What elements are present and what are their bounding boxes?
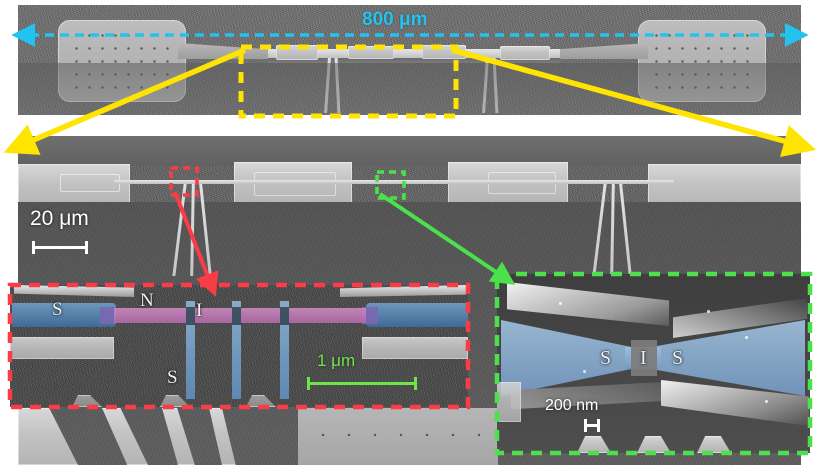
contact-block-1	[18, 164, 130, 206]
beam-island-1	[276, 45, 318, 60]
top-panel-measure-label: 800 μm	[362, 9, 428, 30]
red-inset-image	[10, 285, 468, 407]
contact-block-1-outline	[60, 174, 120, 192]
mid-panel-scale-bar	[32, 241, 88, 254]
bottom-pad-dot-array	[310, 422, 488, 460]
green-inset-speck-3	[745, 336, 748, 339]
membrane-edge-left	[14, 285, 134, 297]
contact-block-2-outline	[254, 172, 336, 196]
green-inset-speck-4	[583, 370, 586, 373]
green-inset-speck-1	[559, 302, 562, 305]
red-inset-scale-label: 1 μm	[317, 351, 356, 370]
probe-cap-2	[232, 307, 241, 325]
sc-electrode-right	[366, 303, 468, 327]
red-inset-label-s-left: S	[52, 299, 63, 320]
green-inset-speck-5	[765, 400, 768, 403]
red-inset-label-n: N	[140, 290, 154, 311]
mid-panel-scale-label: 20 μm	[30, 207, 89, 230]
membrane-edge-right	[340, 285, 466, 297]
red-inset-label-s-bottom: S	[167, 367, 178, 388]
top-panel-substrate	[18, 63, 801, 115]
red-inset-block-left	[10, 337, 114, 359]
red-inset-bottom-lead-1	[72, 395, 102, 407]
nanowire-span	[114, 180, 674, 184]
green-inset-corner-block	[497, 382, 521, 422]
red-inset-scale-bar	[307, 377, 417, 390]
beam-island-4	[500, 46, 550, 60]
contact-block-4	[648, 164, 801, 208]
probe-cap-1	[186, 307, 195, 325]
green-inset-speck-2	[707, 310, 710, 313]
beam-island-3	[422, 45, 466, 59]
green-inset-label-s-right: S	[672, 347, 684, 369]
green-inset-scale-label: 200 nm	[545, 397, 599, 414]
green-inset-label-i: I	[640, 347, 647, 369]
red-inset-block-right	[362, 337, 468, 359]
green-inset-image	[497, 274, 810, 453]
green-inset-scale-bar	[584, 419, 600, 432]
probe-cap-3	[280, 307, 289, 325]
beam-island-2	[348, 46, 394, 59]
red-inset-bottom-lead-3	[246, 395, 276, 407]
green-inset-label-s-left: S	[600, 347, 612, 369]
membrane-band	[18, 136, 801, 166]
red-inset-label-i: I	[196, 300, 203, 321]
